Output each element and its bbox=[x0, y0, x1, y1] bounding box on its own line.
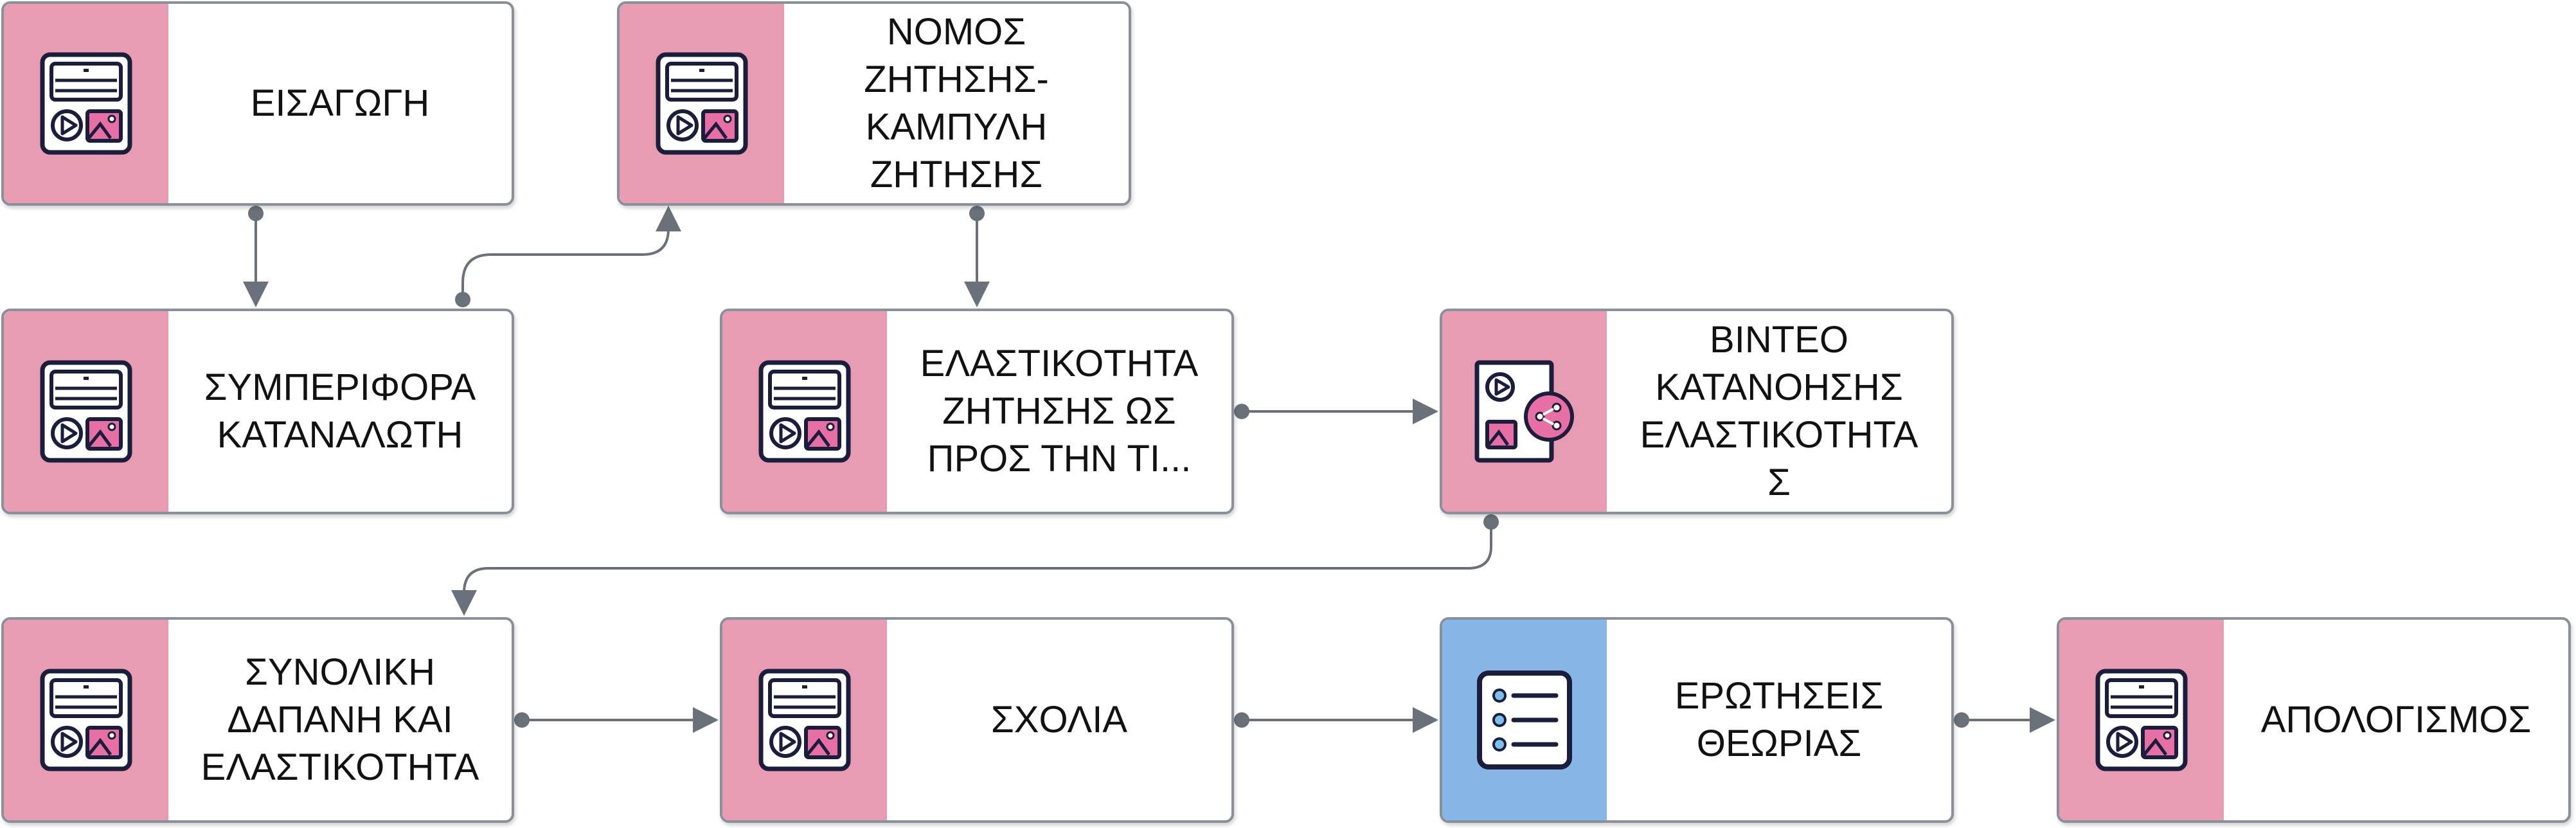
connector-eisagogi-to-symperifora bbox=[243, 206, 269, 307]
arrowhead bbox=[1413, 707, 1438, 733]
node-label: ΣΥΜΠΕΡΙΦΟΡΑ ΚΑΤΑΝΑΛΩΤΗ bbox=[204, 366, 476, 456]
node-label: ΣΧΟΛΙΑ bbox=[990, 699, 1128, 741]
arrowhead bbox=[656, 206, 681, 231]
connector-symperifora-to-nomos bbox=[455, 206, 681, 307]
media-page-icon bbox=[656, 52, 748, 155]
media-page-icon bbox=[40, 669, 132, 771]
node-elastikotita[interactable]: ΕΛΑΣΤΙΚΟΤΗΤΑ ΖΗΤΗΣΗΣ ΩΣ ΠΡΟΣ ΤΗΝ ΤΙ... bbox=[720, 309, 1234, 514]
connector-erotiseis-to-apologismos bbox=[1954, 707, 2055, 733]
node-label: ΑΠΟΛΟΓΙΣΜΟΣ bbox=[2260, 699, 2532, 741]
media-page-icon bbox=[40, 52, 132, 155]
node-scholia[interactable]: ΣΧΟΛΙΑ bbox=[720, 617, 1234, 823]
node-nomos[interactable]: ΝΟΜΟΣ ΖΗΤΗΣΗΣ- ΚΑΜΠΥΛΗ ΖΗΤΗΣΗΣ bbox=[617, 1, 1131, 206]
media-page-icon bbox=[40, 360, 132, 463]
connector-nomos-to-elastikotita bbox=[964, 206, 990, 307]
media-page-icon bbox=[758, 360, 851, 463]
node-label: ΕΡΩΤΗΣΕΙΣ ΘΕΩΡΙΑΣ bbox=[1674, 675, 1884, 764]
connector-line bbox=[461, 228, 670, 300]
node-eisagogi[interactable]: ΕΙΣΑΓΩΓΗ bbox=[1, 1, 514, 206]
checklist-icon bbox=[1476, 670, 1573, 770]
media-page-icon bbox=[2095, 669, 2188, 771]
node-symperifora[interactable]: ΣΥΜΠΕΡΙΦΟΡΑ ΚΑΤΑΝΑΛΩΤΗ bbox=[1, 309, 514, 514]
node-apologismos[interactable]: ΑΠΟΛΟΓΙΣΜΟΣ bbox=[2057, 617, 2571, 823]
connector-start-dot bbox=[1483, 514, 1499, 530]
connector-start-dot bbox=[1234, 712, 1249, 728]
connector-start-dot bbox=[1954, 712, 1969, 728]
arrowhead bbox=[243, 282, 269, 307]
connector-line bbox=[463, 522, 1492, 602]
arrowhead bbox=[964, 282, 990, 307]
arrowhead bbox=[2030, 707, 2055, 733]
node-synoliki[interactable]: ΣΥΝΟΛΙΚΗ ΔΑΠΑΝΗ ΚΑΙ ΕΛΑΣΤΙΚΟΤΗΤΑ bbox=[1, 617, 514, 823]
node-band bbox=[1442, 311, 1607, 512]
node-label: ΕΛΑΣΤΙΚΟΤΗΤΑ ΖΗΤΗΣΗΣ ΩΣ ΠΡΟΣ ΤΗΝ ΤΙ... bbox=[920, 343, 1199, 480]
arrowhead bbox=[1413, 399, 1438, 424]
connector-start-dot bbox=[455, 292, 470, 307]
node-band bbox=[4, 311, 168, 512]
arrowhead bbox=[693, 707, 719, 733]
node-erotiseis[interactable]: ΕΡΩΤΗΣΕΙΣ ΘΕΩΡΙΑΣ bbox=[1440, 617, 1954, 823]
connector-elastikotita-to-vinteo bbox=[1234, 399, 1438, 424]
connector-synoliki-to-scholia bbox=[514, 707, 719, 733]
node-band bbox=[2059, 620, 2224, 820]
node-label: ΒΙΝΤΕΟ ΚΑΤΑΝΟΗΣΗΣ ΕΛΑΣΤΙΚΟΤΗΤΑ Σ bbox=[1640, 319, 1919, 503]
node-vinteo[interactable]: ΒΙΝΤΕΟ ΚΑΤΑΝΟΗΣΗΣ ΕΛΑΣΤΙΚΟΤΗΤΑ Σ bbox=[1440, 309, 1954, 514]
connector-vinteo-to-synoliki bbox=[451, 514, 1499, 616]
node-band bbox=[4, 620, 168, 820]
connector-scholia-to-erotiseis bbox=[1234, 707, 1438, 733]
node-band bbox=[1442, 620, 1607, 820]
node-band bbox=[4, 4, 168, 203]
node-label: ΣΥΝΟΛΙΚΗ ΔΑΠΑΝΗ ΚΑΙ ΕΛΑΣΤΙΚΟΤΗΤΑ bbox=[201, 651, 479, 788]
arrowhead bbox=[451, 590, 477, 616]
node-label: ΝΟΜΟΣ ΖΗΤΗΣΗΣ- ΚΑΜΠΥΛΗ ΖΗΤΗΣΗΣ bbox=[864, 11, 1049, 195]
node-band bbox=[722, 311, 887, 512]
node-label: ΕΙΣΑΓΩΓΗ bbox=[250, 82, 430, 124]
connector-start-dot bbox=[969, 206, 985, 221]
node-band bbox=[620, 4, 784, 203]
node-band bbox=[722, 620, 887, 820]
connector-start-dot bbox=[248, 206, 264, 221]
connector-start-dot bbox=[514, 712, 530, 728]
connector-start-dot bbox=[1234, 404, 1249, 419]
media-page-icon bbox=[758, 669, 851, 771]
video-share-icon bbox=[1473, 355, 1576, 468]
